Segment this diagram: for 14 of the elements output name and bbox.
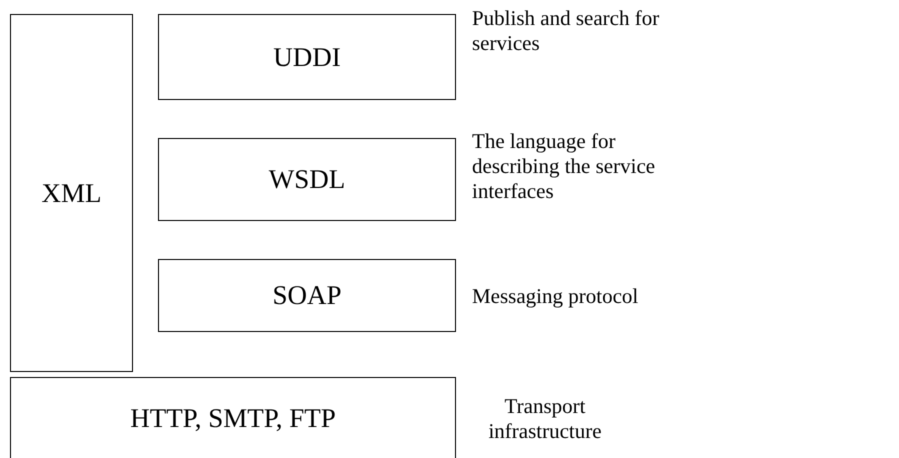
- layer-name: XML: [42, 178, 102, 208]
- layer-description: The language for describing the service interfaces: [472, 129, 656, 204]
- layer-name: SOAP: [272, 280, 342, 311]
- layer-box: [158, 259, 456, 332]
- layer-box: [158, 14, 456, 100]
- layer-name: WSDL: [268, 164, 346, 195]
- layer-box: [10, 14, 133, 372]
- layer-name: UDDI: [273, 42, 341, 72]
- layer-name: HTTP, SMTP, FTP: [130, 402, 336, 434]
- layer-description: Publish and search for services: [472, 6, 660, 56]
- layer-box: [10, 377, 456, 458]
- layer-description: Messaging protocol: [472, 284, 640, 309]
- layer-description: Transport infrastructure: [487, 394, 603, 444]
- layer-box: [158, 138, 456, 221]
